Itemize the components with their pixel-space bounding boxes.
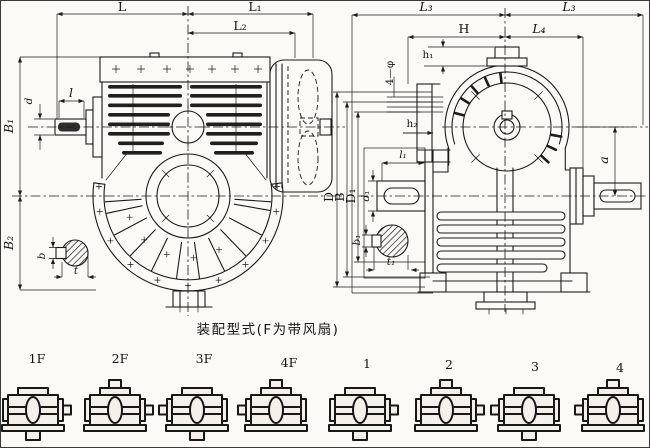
dim-label-a: a xyxy=(596,156,611,163)
variant-icon-4f xyxy=(237,379,308,432)
radial-ribs xyxy=(104,198,272,279)
dim-label-H: H xyxy=(459,21,470,36)
assembly-variants: 1F 2F 3F 4F 1 2 3 4 xyxy=(1,351,645,441)
variant-label-1: 1 xyxy=(363,356,371,371)
dim-label-d1: d₁ xyxy=(360,191,372,202)
variant-icon-3 xyxy=(490,387,561,441)
dim-label-L2: L₂ xyxy=(233,18,246,33)
figure-caption: 装配型式(F为带风扇) xyxy=(197,322,340,338)
rim-bolt-crosses xyxy=(95,183,281,289)
dim-label-b1: b₁ xyxy=(351,235,363,246)
front-housing xyxy=(99,52,271,181)
variant-icon-4 xyxy=(574,379,645,432)
variant-label-3: 3 xyxy=(531,359,539,374)
base-feet xyxy=(417,272,591,315)
dim-label-B1: B₁ xyxy=(1,119,16,134)
front-dim-labels: L L₁ L₂ B₁ B₂ d l b t xyxy=(1,0,262,277)
dim-label-b: b xyxy=(36,252,48,259)
variant-label-1f: 1F xyxy=(29,351,46,366)
dim-label-L: L xyxy=(118,0,126,14)
variant-icon-1f xyxy=(1,387,72,441)
side-housing xyxy=(424,147,571,293)
dim-label-L3-right: L₃ xyxy=(561,0,575,14)
variant-icon-2f xyxy=(83,379,154,432)
variant-icon-1 xyxy=(328,387,399,441)
fan-blade-top xyxy=(297,69,319,125)
cooling-fins xyxy=(108,84,262,155)
variant-icon-3f xyxy=(158,387,229,441)
dim-label-t: t xyxy=(74,265,79,277)
dim-label-t1: t₁ xyxy=(387,256,395,268)
front-dimensions xyxy=(17,11,314,291)
dim-label-D1: D₁ xyxy=(343,188,358,203)
dim-label-B2: B₂ xyxy=(1,236,16,251)
side-centerlines xyxy=(358,8,648,312)
variant-icon-2 xyxy=(414,379,485,432)
fan-blade-bottom xyxy=(297,130,319,186)
variant-label-3f: 3F xyxy=(196,351,213,366)
side-view: L₃ L₃ H L₄ h₁ 4—φ h₂ D B D₁ l₁ d₁ b₁ t₁ … xyxy=(321,0,648,315)
bottom-plug xyxy=(165,290,213,313)
flange-bolt-crosses xyxy=(112,65,262,73)
variant-label-4: 4 xyxy=(616,360,624,375)
front-centerlines xyxy=(12,6,345,316)
dim-label-d: d xyxy=(23,97,35,104)
variant-label-4f: 4F xyxy=(281,355,298,370)
dim-label-l: l xyxy=(69,85,73,100)
variant-label-2: 2 xyxy=(445,357,453,372)
dim-label-D: D xyxy=(321,192,336,202)
front-view: L L₁ L₂ B₁ B₂ d l b t xyxy=(1,0,345,316)
dim-label-L1: L₁ xyxy=(248,0,261,14)
side-dimensions xyxy=(333,12,644,294)
dim-label-h2: h₂ xyxy=(407,118,418,130)
top-cap xyxy=(486,46,528,67)
dim-label-h1: h₁ xyxy=(423,49,434,61)
dim-label-l1: l₁ xyxy=(399,149,407,161)
dim-label-L4: L₄ xyxy=(531,21,545,36)
dim-label-4-holes: 4—φ xyxy=(384,61,396,86)
fan-shroud xyxy=(269,59,333,193)
variant-label-2f: 2F xyxy=(112,351,129,366)
side-dim-labels: L₃ L₃ H L₄ h₁ 4—φ h₂ D B D₁ l₁ d₁ b₁ t₁ … xyxy=(321,0,611,268)
dim-label-L3-left: L₃ xyxy=(418,0,432,14)
cowl-fins xyxy=(453,72,563,164)
dim-label-B: B xyxy=(332,192,347,201)
